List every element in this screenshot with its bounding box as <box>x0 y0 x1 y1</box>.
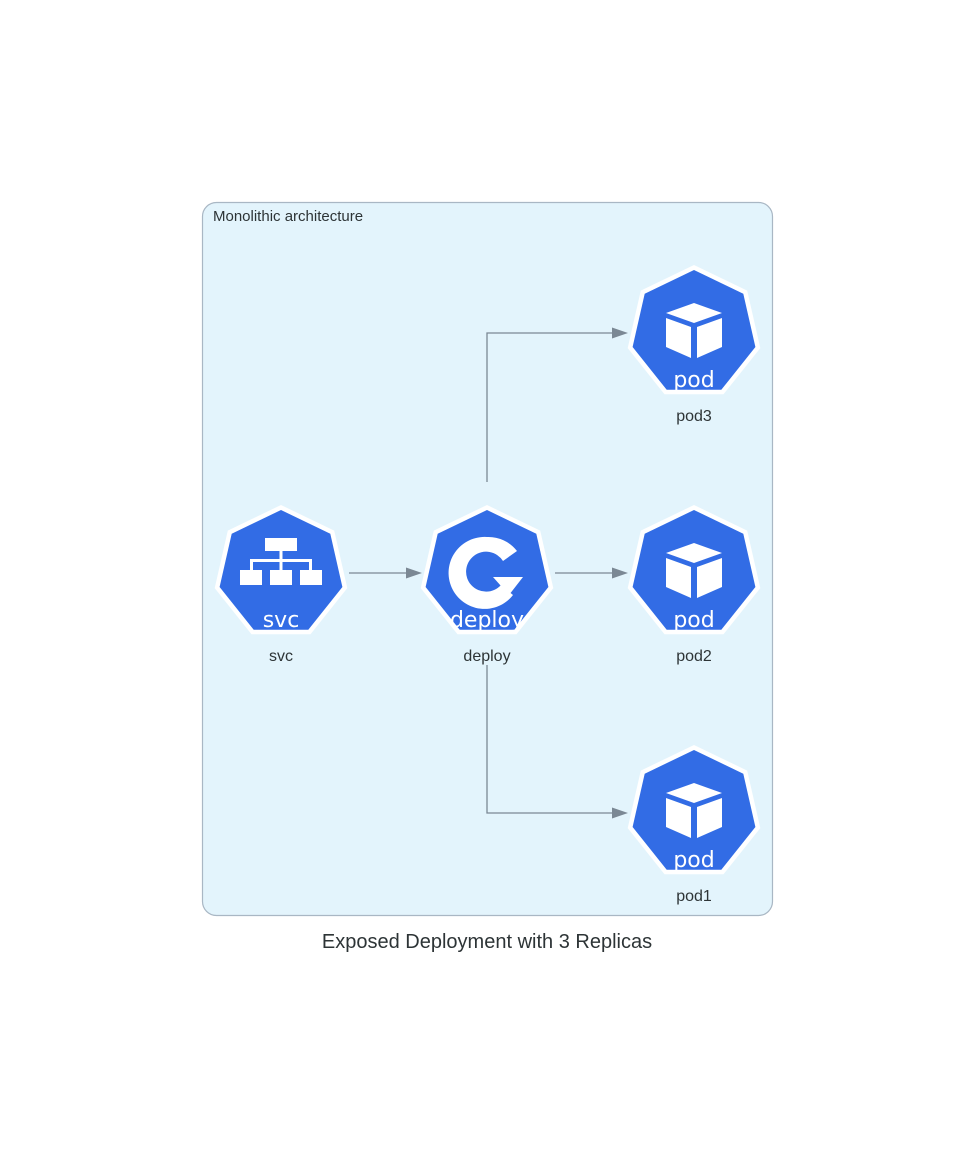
deploy-icon-text: deploy <box>450 608 524 633</box>
deploy-label: deploy <box>463 648 510 665</box>
pod1-icon-text: pod <box>673 848 714 873</box>
edge-deploy-to-pod2 <box>555 567 628 579</box>
edge-svc-to-deploy <box>349 567 422 579</box>
diagram-title: Exposed Deployment with 3 Replicas <box>322 931 652 953</box>
service-network-icon <box>240 538 322 585</box>
pod-cube-icon <box>666 543 722 598</box>
svc-icon-text: svc <box>263 608 300 633</box>
pod2-label: pod2 <box>676 648 712 665</box>
edge-deploy-to-pod3 <box>486 327 628 482</box>
pod3-label: pod3 <box>676 408 712 425</box>
pod2-icon-text: pod <box>673 608 714 633</box>
svc-label: svc <box>269 648 293 665</box>
pod-cube-icon <box>666 303 722 358</box>
pod3-icon-text: pod <box>673 368 714 393</box>
node-deploy[interactable]: deploy deploy <box>420 505 554 665</box>
edge-deploy-to-pod1 <box>486 665 628 819</box>
pod1-label: pod1 <box>676 888 712 905</box>
deployment-rotate-icon <box>448 536 523 609</box>
cluster-label: Monolithic architecture <box>213 208 363 225</box>
node-pod2[interactable]: pod pod2 <box>627 505 761 665</box>
node-pod1[interactable]: pod pod1 <box>627 745 761 905</box>
node-svc[interactable]: svc svc <box>214 505 348 665</box>
pod-cube-icon <box>666 783 722 838</box>
node-pod3[interactable]: pod pod3 <box>627 265 761 425</box>
edges <box>349 327 628 819</box>
